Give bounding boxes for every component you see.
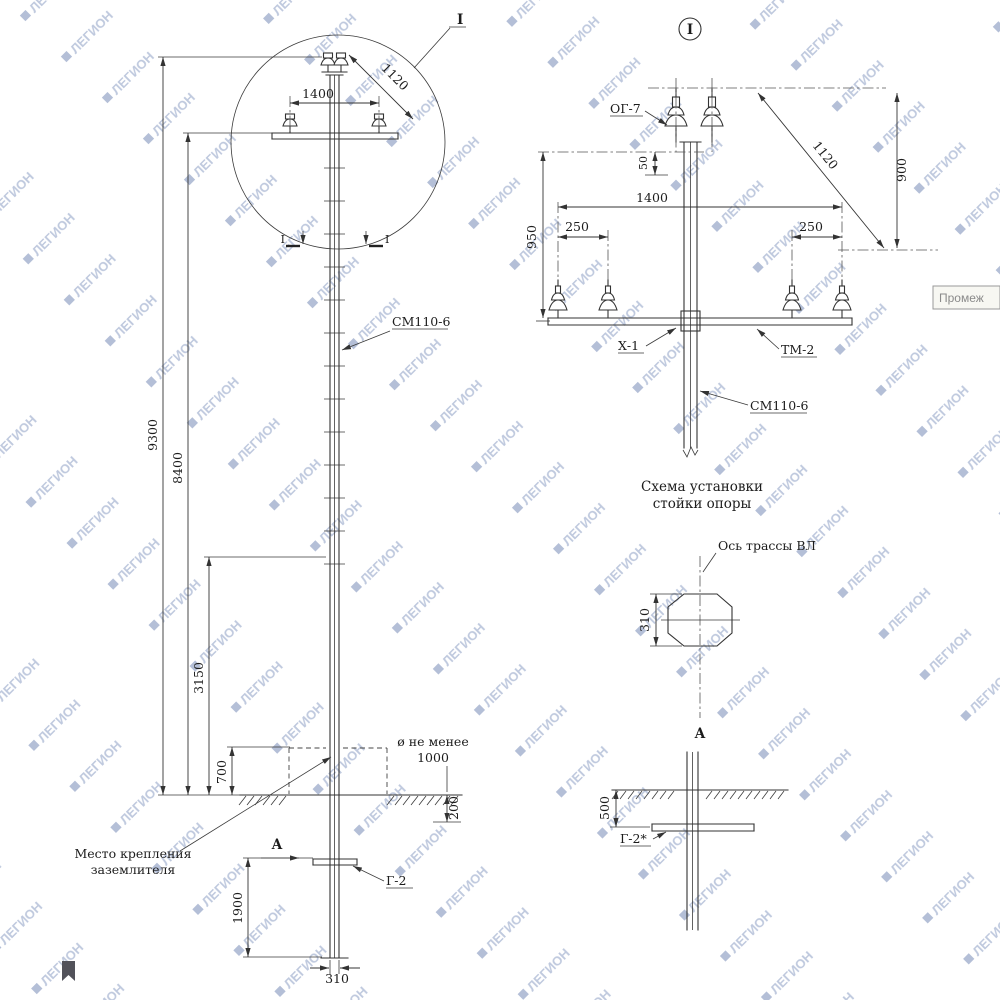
detail-top-insulators bbox=[664, 78, 724, 152]
dim-250-right-label: 250 bbox=[799, 219, 823, 234]
promezh-label[interactable]: Промеж bbox=[939, 291, 984, 305]
foundation-pit-dashed bbox=[288, 747, 388, 794]
dim-310-scheme: 310 bbox=[637, 593, 682, 647]
dim-310-label: 310 bbox=[325, 971, 349, 986]
view-a-marker: А bbox=[261, 837, 299, 861]
dim-700: 700 bbox=[214, 746, 290, 795]
dim-900: 900 bbox=[894, 93, 909, 248]
pole-shaft bbox=[320, 74, 349, 959]
note-grounding: Место крепления заземлителя bbox=[74, 756, 332, 877]
dim-1400-detail-label: 1400 bbox=[636, 190, 668, 205]
dim-310-scheme-label: 310 bbox=[637, 608, 652, 632]
dim-9300-label: 9300 bbox=[145, 419, 160, 451]
dim-200: 200 bbox=[433, 795, 461, 823]
view-a: 500 Г-2* bbox=[597, 751, 789, 931]
section-mark-left: I bbox=[281, 233, 285, 246]
detail-view-I: I ОГ-7 bbox=[524, 17, 938, 458]
label-sm110-6-detail: СМ110-6 bbox=[699, 390, 808, 414]
dim-950: 950 bbox=[524, 152, 550, 322]
view-a-pole bbox=[686, 751, 699, 931]
dim-250-left-label: 250 bbox=[565, 219, 589, 234]
section-marks: I I bbox=[281, 231, 389, 248]
traverse bbox=[271, 113, 399, 140]
section-mark-right: I bbox=[385, 233, 389, 246]
installation-scheme-view: Схема установки стойки опоры Ось трассы … bbox=[637, 479, 816, 742]
dim-200-label: 200 bbox=[446, 796, 461, 820]
dim-1400-label: 1400 bbox=[302, 86, 334, 101]
label-g2-star: Г-2* bbox=[620, 831, 667, 847]
scheme-title-line1: Схема установки bbox=[641, 479, 763, 495]
promezh-overlay[interactable]: Промеж bbox=[932, 285, 1000, 310]
dim-8400: 8400 bbox=[170, 132, 272, 795]
og7-text: ОГ-7 bbox=[610, 101, 641, 116]
min-dia-line2: 1000 bbox=[417, 750, 449, 765]
sm110-6-text: СМ110-6 bbox=[392, 314, 450, 329]
view-a-crossbar bbox=[651, 823, 755, 832]
dim-500: 500 bbox=[597, 790, 650, 828]
detail-axis-lines bbox=[538, 87, 938, 251]
g2-star-text: Г-2* bbox=[620, 831, 647, 846]
grounding-line2: заземлителя bbox=[91, 862, 176, 877]
dim-1900: 1900 bbox=[230, 857, 322, 958]
dim-9300: 9300 bbox=[145, 56, 322, 796]
dim-900-label: 900 bbox=[894, 158, 909, 182]
scheme-axis: Ось трассы ВЛ bbox=[661, 538, 816, 718]
label-sm110-6-main: СМ110-6 bbox=[341, 314, 450, 351]
label-tm2: ТМ-2 bbox=[756, 328, 817, 358]
axis-label-text: Ось трассы ВЛ bbox=[718, 538, 816, 553]
label-x1: Х-1 bbox=[618, 327, 677, 354]
detail-circle: I bbox=[230, 12, 466, 250]
detail-callout-label: I bbox=[457, 12, 463, 28]
g2-text: Г-2 bbox=[386, 873, 406, 888]
dim-310-main: 310 bbox=[310, 960, 360, 986]
dim-50-label: 50 bbox=[637, 156, 650, 170]
tm2-text: ТМ-2 bbox=[781, 342, 814, 357]
detail-title: I bbox=[678, 17, 702, 41]
bookmark-icon[interactable] bbox=[62, 961, 75, 981]
pole-top-insulators bbox=[320, 52, 349, 73]
dim-3150-label: 3150 bbox=[191, 662, 206, 694]
label-og7: ОГ-7 bbox=[610, 101, 668, 126]
scheme-view-letter: А bbox=[695, 726, 706, 742]
grounding-line1: Место крепления bbox=[74, 846, 191, 861]
g2-crossbar: Г-2 bbox=[312, 858, 413, 889]
sm110-6-detail-text: СМ110-6 bbox=[750, 398, 808, 413]
pole-cross-section-octagon bbox=[667, 593, 733, 647]
dim-950-label: 950 bbox=[524, 225, 539, 249]
detail-traverse bbox=[547, 279, 853, 332]
dim-1900-label: 1900 bbox=[230, 892, 245, 924]
dim-250-left: 250 bbox=[558, 219, 608, 240]
note-min-diameter: ø не менее 1000 bbox=[397, 734, 469, 792]
dim-3150: 3150 bbox=[191, 556, 326, 795]
dim-50: 50 bbox=[637, 152, 668, 176]
pole-step-rungs bbox=[324, 167, 345, 565]
view-a-letter: А bbox=[272, 837, 283, 853]
dim-8400-label: 8400 bbox=[170, 452, 185, 484]
detail-title-letter: I bbox=[687, 22, 693, 38]
x1-text: Х-1 bbox=[618, 338, 639, 353]
detail-pole bbox=[679, 141, 702, 458]
main-elevation-view: I 1400 1120 I I СМ110-6 bbox=[74, 12, 468, 986]
min-dia-line1: ø не менее bbox=[397, 734, 468, 749]
dim-700-label: 700 bbox=[214, 760, 229, 784]
dim-500-label: 500 bbox=[597, 796, 612, 820]
scheme-title-line2: стойки опоры bbox=[653, 496, 752, 512]
